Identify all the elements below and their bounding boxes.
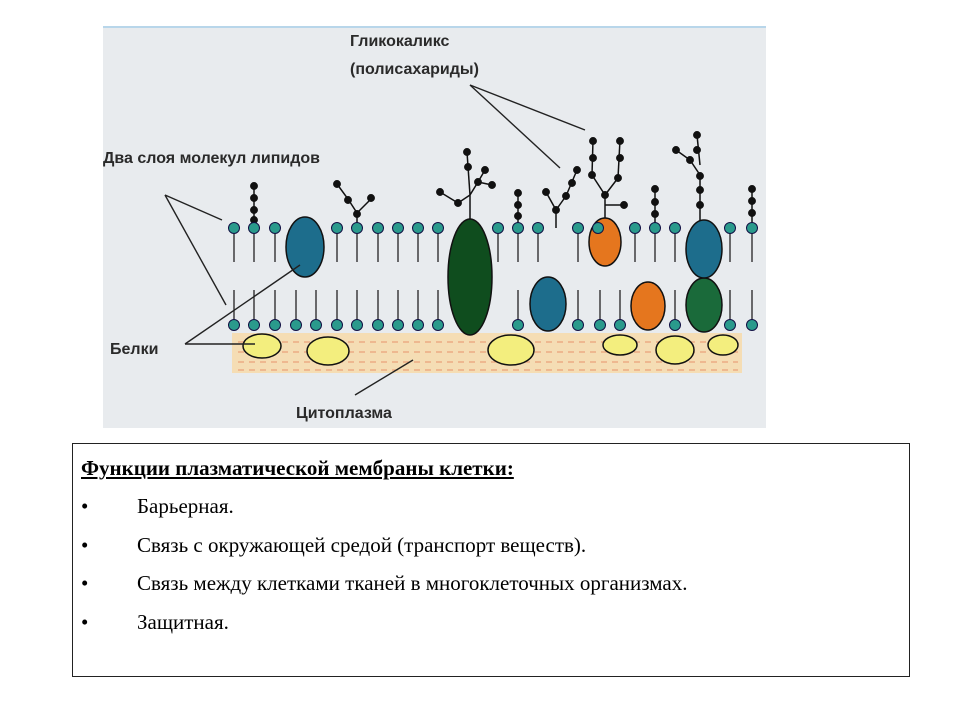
protein-yellow xyxy=(655,335,695,365)
functions-title: Функции плазматической мембраны клетки: xyxy=(81,456,514,480)
lipid-head xyxy=(572,222,584,234)
lipid-head xyxy=(290,319,302,331)
carbohydrate-chain xyxy=(588,137,628,222)
glycocalyx-chains xyxy=(250,131,756,228)
lipid-head xyxy=(310,319,322,331)
lipid-head xyxy=(512,222,524,234)
bullet: • xyxy=(81,494,89,518)
lipid-heads-top xyxy=(228,222,758,234)
lipid-head xyxy=(669,222,681,234)
carbohydrate-chain xyxy=(542,166,581,228)
cytoplasm-label: Цитоплазма xyxy=(296,405,392,422)
lipid-head xyxy=(629,222,641,234)
lipid-head xyxy=(592,222,604,234)
bullet: • xyxy=(81,610,89,634)
function-item: • Связь между клетками тканей в многоклет… xyxy=(81,571,688,596)
bullet: • xyxy=(81,533,89,557)
function-item: • Связь с окружающей средой (транспорт ве… xyxy=(81,533,586,558)
lipid-head xyxy=(248,319,260,331)
lipid-head xyxy=(594,319,606,331)
protein-yellow xyxy=(487,334,535,366)
proteins-label: Белки xyxy=(110,341,159,358)
membrane-proteins xyxy=(242,216,739,366)
function-item: • Барьерная. xyxy=(81,494,234,519)
lipid-head xyxy=(572,319,584,331)
lipid-head xyxy=(746,319,758,331)
protein-yellow xyxy=(602,334,638,356)
protein-yellow xyxy=(707,334,739,356)
function-item: • Защитная. xyxy=(81,610,229,635)
lipid-head xyxy=(392,319,404,331)
membrane-functions-box: Функции плазматической мембраны клетки: … xyxy=(72,443,910,677)
lipid-head xyxy=(492,222,504,234)
carbohydrate-chain xyxy=(514,189,522,228)
protein-green xyxy=(685,277,723,333)
lipid-head xyxy=(532,222,544,234)
lipid-head xyxy=(746,222,758,234)
lipid-head xyxy=(331,222,343,234)
lipid-head xyxy=(372,319,384,331)
lipid-head xyxy=(724,222,736,234)
lipid-head xyxy=(669,319,681,331)
lipid-head xyxy=(351,222,363,234)
lipid-head xyxy=(228,222,240,234)
protein-blue xyxy=(285,216,325,278)
lipid-head xyxy=(392,222,404,234)
bullet: • xyxy=(81,571,89,595)
protein-yellow xyxy=(306,336,350,366)
carbohydrate-chain xyxy=(651,185,659,228)
lipid-heads-bottom xyxy=(228,319,758,331)
polysaccharides-label: (полисахариды) xyxy=(350,61,479,78)
lipid-head xyxy=(269,319,281,331)
lipid-head xyxy=(351,319,363,331)
lipid-layers-label: Два слоя молекул липидов xyxy=(103,150,320,167)
pointer-lines xyxy=(164,84,586,396)
lipid-head xyxy=(724,319,736,331)
carbohydrate-chain xyxy=(333,180,375,228)
lipid-head xyxy=(331,319,343,331)
lipid-head xyxy=(269,222,281,234)
carbohydrate-chain xyxy=(436,148,496,222)
lipid-head xyxy=(432,222,444,234)
lipid-head xyxy=(248,222,260,234)
protein-blue xyxy=(529,276,567,332)
lipid-head xyxy=(372,222,384,234)
lipid-head xyxy=(649,222,661,234)
lipid-tails-bottom xyxy=(233,290,753,320)
lipid-head xyxy=(228,319,240,331)
lipid-tails-top xyxy=(233,233,753,262)
function-item-text: Связь между клетками тканей в многоклето… xyxy=(137,571,688,595)
carbohydrate-chain xyxy=(748,185,756,228)
lipid-head xyxy=(512,319,524,331)
protein-dark-green xyxy=(447,218,493,336)
protein-yellow xyxy=(242,333,282,359)
function-item-text: Барьерная. xyxy=(137,494,234,518)
function-item-text: Связь с окружающей средой (транспорт вещ… xyxy=(137,533,587,557)
lipid-head xyxy=(432,319,444,331)
protein-blue xyxy=(685,219,723,279)
protein-orange xyxy=(630,281,666,331)
function-item-text: Защитная. xyxy=(137,610,229,634)
lipid-head xyxy=(412,319,424,331)
lipid-head xyxy=(614,319,626,331)
carbohydrate-chain xyxy=(672,131,704,222)
carbohydrate-chain xyxy=(250,182,258,228)
lipid-head xyxy=(412,222,424,234)
glycocalyx-label: Гликокаликс xyxy=(350,33,450,50)
